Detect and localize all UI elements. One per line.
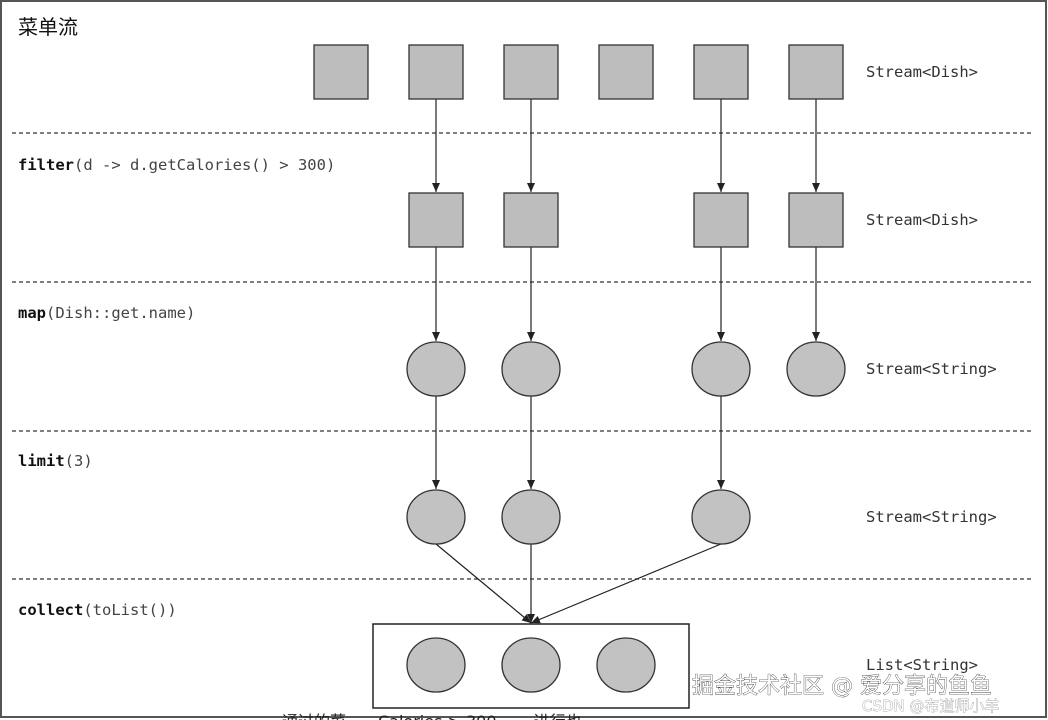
dish-square-stage1-col1 — [313, 44, 369, 100]
dish-square-stage2-col2 — [408, 192, 464, 248]
diagram-title: 菜单流 — [18, 15, 78, 39]
watermark-main: 掘金技术社区 @ 爱分享的鱼鱼 — [692, 674, 992, 699]
string-circle-stage4-col5 — [691, 489, 751, 545]
collect-arrow-col2 — [435, 543, 532, 624]
stream-type-label-3: Stream<String> — [866, 360, 997, 378]
dish-square-stage1-col3 — [503, 44, 559, 100]
operation-args-limit: (3) — [65, 452, 93, 470]
stage-separators — [12, 132, 1032, 580]
dish-square-stage2-col3 — [503, 192, 559, 248]
operation-name-limit: limit — [18, 452, 65, 470]
operation-args-filter: (d -> d.getCalories() > 300) — [74, 156, 335, 174]
dish-square-stage1-col5 — [693, 44, 749, 100]
string-circle-stage4-col3 — [501, 489, 561, 545]
string-circle-stage3-col6 — [786, 341, 846, 397]
operation-label-map: map(Dish::get.name) — [18, 304, 195, 322]
string-circle-stage4-col2 — [406, 489, 466, 545]
dish-square-stage2-col6 — [788, 192, 844, 248]
stream-type-label-2: Stream<Dish> — [866, 211, 978, 229]
clipped-caption-text: ……通过的菜……Calories > 300 ……进行也…… — [250, 712, 614, 720]
string-circle-stage5-col2 — [501, 637, 561, 693]
operation-label-filter: filter(d -> d.getCalories() > 300) — [18, 156, 335, 174]
operation-label-limit: limit(3) — [18, 452, 93, 470]
operation-args-collect: (toList()) — [83, 601, 176, 619]
operation-name-filter: filter — [18, 156, 74, 174]
dish-square-stage1-col6 — [788, 44, 844, 100]
result-list-box — [372, 623, 690, 709]
dish-square-stage1-col2 — [408, 44, 464, 100]
stream-type-label-4: Stream<String> — [866, 508, 997, 526]
collect-arrow-col5 — [530, 543, 722, 624]
dish-square-stage2-col5 — [693, 192, 749, 248]
operation-labels: filter(d -> d.getCalories() > 300) map(Di… — [18, 156, 335, 619]
string-circle-stage5-col1 — [406, 637, 466, 693]
operation-name-map: map — [18, 304, 46, 322]
string-circle-stage3-col2 — [406, 341, 466, 397]
type-labels: Stream<Dish> Stream<Dish> Stream<String> St… — [866, 63, 997, 674]
stream-type-label-5: List<String> — [866, 656, 978, 674]
flow-arrows — [432, 99, 820, 624]
operation-args-map: (Dish::get.name) — [46, 304, 195, 322]
string-circle-stage3-col5 — [691, 341, 751, 397]
stream-elements — [313, 44, 846, 693]
string-circle-stage3-col3 — [501, 341, 561, 397]
stream-type-label-1: Stream<Dish> — [866, 63, 978, 81]
operation-name-collect: collect — [18, 601, 83, 619]
operation-label-collect: collect(toList()) — [18, 601, 177, 619]
string-circle-stage5-col3 — [596, 637, 656, 693]
watermark-sub: CSDN @布道师小羊 — [862, 697, 1000, 715]
dish-square-stage1-col4 — [598, 44, 654, 100]
